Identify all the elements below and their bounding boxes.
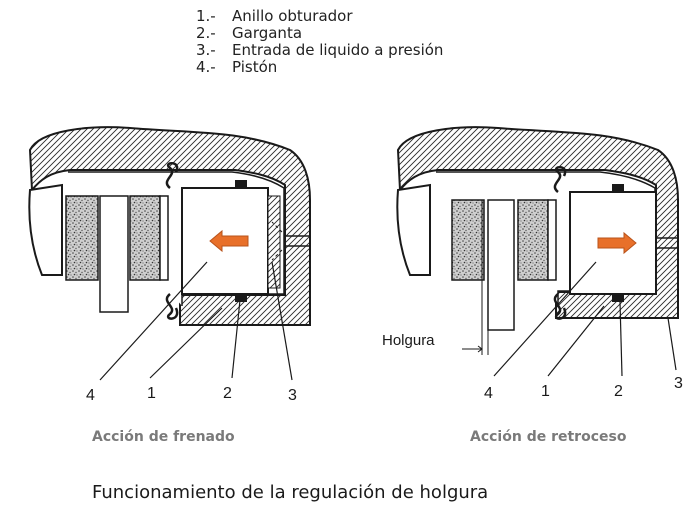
seal-ring-bottom xyxy=(612,294,624,302)
callout-2-right: 2 xyxy=(614,383,623,400)
caliper-left-lip xyxy=(396,183,431,276)
outer-brake-pad xyxy=(451,199,485,281)
left-caliper xyxy=(28,126,311,381)
right-caption: Acción de retroceso xyxy=(470,429,627,445)
callout-4-left: 4 xyxy=(86,387,95,404)
right-caliper xyxy=(396,126,679,377)
legend-text: Garganta xyxy=(232,24,303,42)
inner-brake-pad xyxy=(517,199,549,281)
callout-3-left: 3 xyxy=(288,387,297,404)
brake-disc xyxy=(487,199,515,331)
piston-motion-arrow xyxy=(597,231,637,255)
fluid-flow-lines xyxy=(271,221,283,261)
leader-lines xyxy=(99,261,293,381)
dust-boot-top xyxy=(553,166,567,193)
outer-brake-pad xyxy=(65,195,99,281)
callout-2-left: 2 xyxy=(223,385,232,402)
leader-lines xyxy=(493,261,677,377)
diagram-title: Funcionamiento de la regulación de holgu… xyxy=(92,482,488,503)
callout-4-right: 4 xyxy=(484,385,493,402)
clearance-marker xyxy=(462,200,489,355)
seal-ring-bottom xyxy=(235,294,247,302)
pad-backing-plate xyxy=(159,195,169,281)
legend-item-2: 2.- Garganta xyxy=(196,25,443,42)
brake-disc xyxy=(99,195,129,313)
fluid-inlet xyxy=(285,235,310,247)
legend-num: 1.- xyxy=(196,7,216,25)
piston-motion-arrow xyxy=(209,229,249,253)
legend-text: Anillo obturador xyxy=(232,7,353,25)
dust-boot-bottom xyxy=(553,293,567,320)
legend-text: Entrada de liquido a presión xyxy=(232,41,444,59)
callout-1-left: 1 xyxy=(147,385,156,402)
piston xyxy=(181,187,269,295)
callout-3-right: 3 xyxy=(674,375,683,392)
pad-backing-plate xyxy=(547,199,557,281)
seal-ring-top xyxy=(235,180,247,188)
caliper-left-lip xyxy=(28,183,63,276)
piston-wall xyxy=(267,195,281,289)
legend-num: 2.- xyxy=(196,24,216,42)
legend-item-4: 4.- Pistón xyxy=(196,59,443,76)
dust-boot-bottom xyxy=(165,293,179,320)
caliper-housing xyxy=(396,126,679,319)
inner-brake-pad xyxy=(129,195,161,281)
legend-num: 4.- xyxy=(196,58,216,76)
clearance-label: Holgura xyxy=(382,332,435,349)
callout-1-right: 1 xyxy=(541,383,550,400)
legend-text: Pistón xyxy=(232,58,278,76)
legend: 1.- Anillo obturador 2.- Garganta 3.- Entra… xyxy=(196,8,443,76)
left-caption: Acción de frenado xyxy=(92,429,235,445)
dust-boot-top xyxy=(165,162,179,189)
legend-item-3: 3.- Entrada de liquido a presión xyxy=(196,42,443,59)
legend-num: 3.- xyxy=(196,41,216,59)
seal-ring-top xyxy=(612,184,624,192)
fluid-inlet xyxy=(656,237,678,249)
legend-item-1: 1.- Anillo obturador xyxy=(196,8,443,25)
